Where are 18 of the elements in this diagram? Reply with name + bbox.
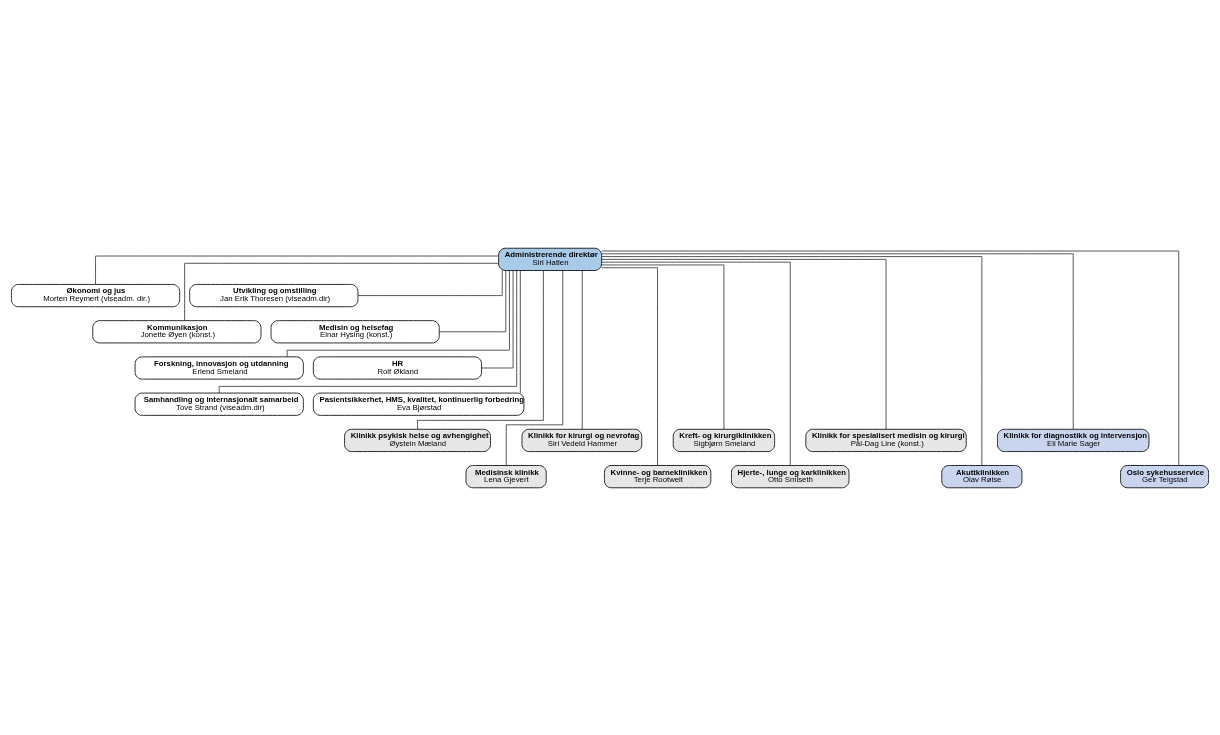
connector xyxy=(417,269,544,430)
connector xyxy=(438,269,507,332)
connector xyxy=(505,269,564,466)
connector xyxy=(481,269,514,368)
connector xyxy=(601,258,887,429)
connector xyxy=(184,262,499,321)
connector xyxy=(601,252,1074,429)
connector xyxy=(601,250,1180,466)
connector xyxy=(601,264,725,429)
connector xyxy=(357,269,503,296)
connector xyxy=(601,255,983,466)
connector xyxy=(286,269,510,357)
connector xyxy=(601,266,658,466)
connector xyxy=(218,269,518,393)
connector xyxy=(519,269,521,393)
connector xyxy=(95,255,499,285)
connector xyxy=(581,269,583,429)
connector xyxy=(601,261,791,466)
